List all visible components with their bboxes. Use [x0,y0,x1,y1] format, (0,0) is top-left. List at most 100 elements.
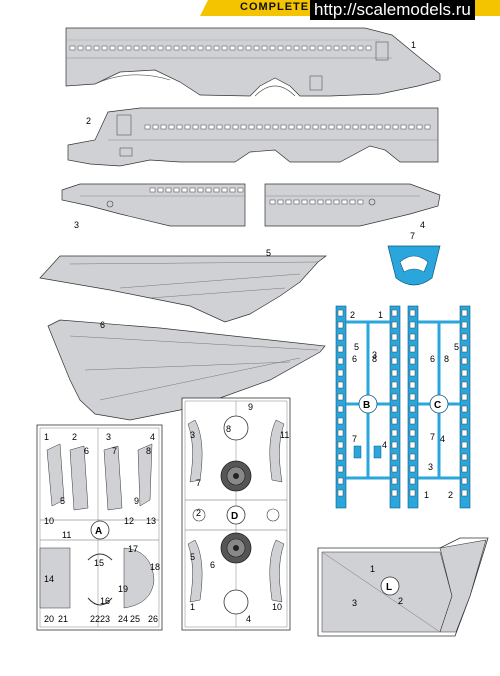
fuselage-window [157,45,164,51]
fuselage-window [288,124,295,130]
sprue-d-part-label: 3 [190,430,195,440]
fuselage-window [229,45,236,51]
fuselage-window [317,45,324,51]
fuselage-window [184,124,191,130]
fuselage-window [368,124,375,130]
sprue-d-part-label: 7 [196,478,201,488]
sprue-a-part-label: 11 [62,530,71,540]
sprue-c-part-label: 5 [454,342,459,352]
fuselage-window [309,45,316,51]
sprue-d-part-label: 9 [248,402,253,412]
sprue-d-part-label: 11 [280,430,289,440]
sprue-hole [461,333,468,341]
sprue-hole [391,333,398,341]
fuselage-window [197,187,204,193]
sprue-hole [391,417,398,425]
sprue-hole [409,477,416,485]
sprue-hole [409,405,416,413]
fuselage-window [197,45,204,51]
sprue-hole [337,489,344,497]
fuselage-window [149,45,156,51]
sprue-b-part-label: 7 [352,434,357,444]
sprue-hole [337,465,344,473]
sprue-a-part-label: 7 [112,446,117,456]
sprue-hole [391,369,398,377]
sprue-b-part-label: 8 [372,354,377,364]
sprue-c-part-label: 7 [430,432,435,442]
fuselage-right-half: 2 [67,107,439,167]
sprue-hole [391,453,398,461]
fuselage-window [333,199,340,205]
fuselage-window [293,199,300,205]
fuselage-window [293,45,300,51]
sprue-a-part-label: 15 [94,558,104,568]
fuselage-window [133,45,140,51]
sprue-hole [337,357,344,365]
sprue-hole [461,381,468,389]
sprue-hole [391,345,398,353]
fuselage-window [245,45,252,51]
fuselage-window [168,124,175,130]
sprue-b-part-label: 1 [378,310,383,320]
rear-fuselage-left: 3 [61,183,246,230]
fuselage-window [376,124,383,130]
sprue-hole [409,393,416,401]
sprue-a-part-label: 23 [100,614,110,624]
fuselage-window [285,45,292,51]
sprue-a-part-label: 8 [146,446,151,456]
sprue-d-part-label: 6 [210,560,215,570]
sprue-a-part-label: 20 [44,614,54,624]
sprue-a-part-label: 2 [72,432,77,442]
fuselage-window [232,124,239,130]
sprue-a-part-label: 24 [118,614,128,624]
fuselage-window [213,187,220,193]
sprue-hole [461,489,468,497]
sprue-hole [391,441,398,449]
sprue-l-part-label: 1 [370,564,375,574]
sprue-a-part-label: 14 [44,574,54,584]
sprue-a-part-label: 18 [150,562,160,572]
sprue-hole [461,369,468,377]
fuselage-window [352,124,359,130]
fuselage-window [325,199,332,205]
fuselage-window [213,45,220,51]
sprue-l-part-label: 2 [398,596,403,606]
fuselage-window [317,199,324,205]
sprue-hole [409,417,416,425]
fuselage-window [336,124,343,130]
sprue-hole [409,309,416,317]
sprue-a-part-label: 17 [128,544,138,554]
fuselage-left-half: 1 [65,27,441,97]
fuselage-window [176,124,183,130]
fuselage-window [216,124,223,130]
sprue-a-part-label: 6 [84,446,89,456]
fuselage-window [85,45,92,51]
fuselage-window [357,199,364,205]
sprue-hole [461,321,468,329]
fuselage-window [349,199,356,205]
fuselage-window [328,124,335,130]
sprue-c-part-label: 6 [430,354,435,364]
sprue-a-part-label: 1 [44,432,49,442]
fuselage-window [200,124,207,130]
sprue-d-part-label: 1 [190,602,195,612]
fuselage-window [165,45,172,51]
sprue-a-part-label: 12 [124,516,134,526]
part-label-7: 7 [410,231,415,241]
sprue-hole [337,477,344,485]
fuselage-window [181,187,188,193]
sprue-hole [461,465,468,473]
sprue-hole [337,309,344,317]
fuselage-window [264,124,271,130]
sprue-c-part-label: 3 [428,462,433,472]
fuselage-window [400,124,407,130]
fuselage-window [325,45,332,51]
sprue-c-part-label: 8 [444,354,449,364]
fuselage-window [261,45,268,51]
fuselage-window [272,124,279,130]
fuselage-window [269,45,276,51]
sprue-hole [461,405,468,413]
sprue-a-part-label: 25 [130,614,140,624]
